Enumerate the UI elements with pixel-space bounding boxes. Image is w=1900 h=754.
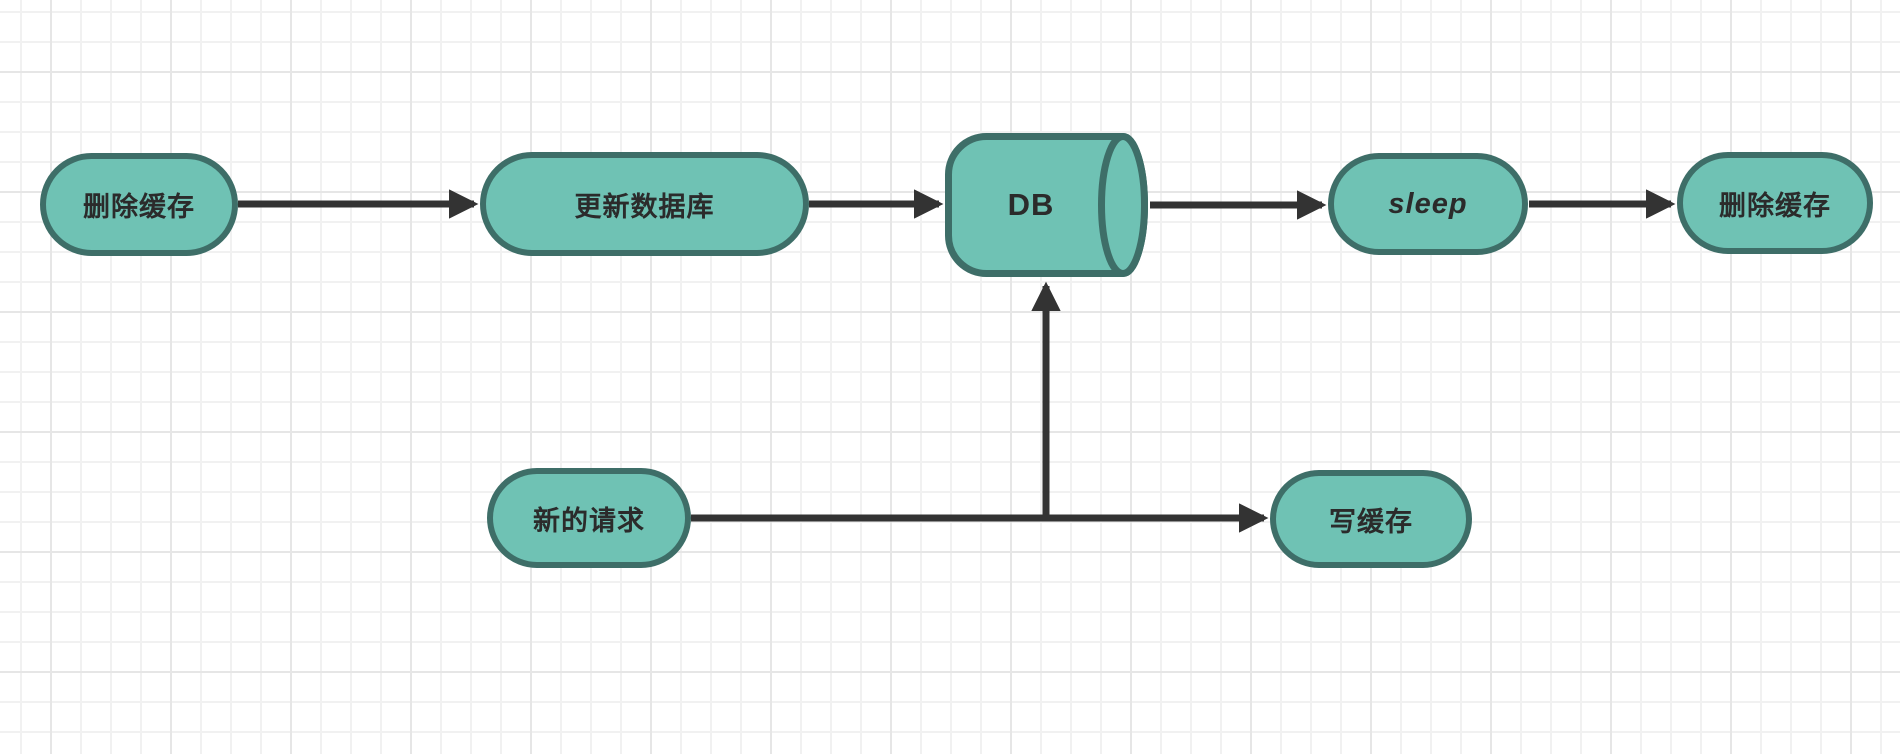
db-cylinder-cap <box>1098 133 1148 277</box>
node-delete-cache-1[interactable]: 删除缓存 <box>40 153 238 256</box>
node-delete-cache-2-label: 删除缓存 <box>1719 190 1831 221</box>
node-new-request[interactable]: 新的请求 <box>487 468 691 568</box>
node-sleep[interactable]: sleep <box>1328 153 1528 255</box>
node-db-shape[interactable] <box>945 133 1148 277</box>
node-write-cache-label: 写缓存 <box>1329 506 1413 537</box>
node-update-database[interactable]: 更新数据库 <box>480 152 809 256</box>
node-write-cache[interactable]: 写缓存 <box>1270 470 1472 568</box>
node-delete-cache-2[interactable]: 删除缓存 <box>1677 152 1873 254</box>
node-update-database-label: 更新数据库 <box>574 191 715 222</box>
node-delete-cache-1-label: 删除缓存 <box>83 192 195 222</box>
node-sleep-label: sleep <box>1388 187 1468 220</box>
node-db-label: DB <box>1007 187 1055 222</box>
node-new-request-label: 新的请求 <box>533 505 645 536</box>
